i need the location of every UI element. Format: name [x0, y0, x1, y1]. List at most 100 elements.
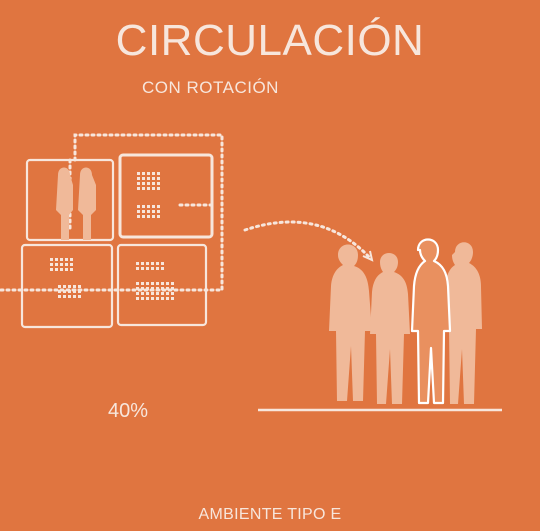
furniture-dot — [141, 287, 144, 290]
furniture-dot — [137, 210, 140, 213]
furniture-dot — [171, 282, 174, 285]
furniture-dot — [137, 182, 140, 185]
percentage-label: 40% — [108, 400, 149, 422]
furniture-dot — [161, 297, 164, 300]
furniture-dot — [142, 210, 145, 213]
furniture-dot — [58, 295, 61, 298]
people-group — [258, 238, 502, 412]
furniture-dot — [146, 282, 149, 285]
furniture-dot — [157, 172, 160, 175]
furniture-dot — [142, 187, 145, 190]
furniture-dot — [73, 295, 76, 298]
furniture-dot — [142, 172, 145, 175]
furniture-dot — [156, 287, 159, 290]
furniture-dot — [137, 215, 140, 218]
furniture-dot — [50, 258, 53, 261]
furniture-dot — [152, 215, 155, 218]
furniture-dot — [157, 205, 160, 208]
furniture-dot — [142, 215, 145, 218]
furniture-dot — [142, 177, 145, 180]
furniture-dot — [55, 268, 58, 271]
furniture-dot — [151, 262, 154, 265]
arrow-head — [362, 250, 374, 262]
furniture-dot — [161, 287, 164, 290]
furniture-dot — [171, 297, 174, 300]
furniture-dot — [65, 263, 68, 266]
furniture-dot — [161, 267, 164, 270]
furniture-dot — [58, 285, 61, 288]
furniture-dot — [78, 285, 81, 288]
furniture-dot — [146, 267, 149, 270]
furniture-dot — [73, 285, 76, 288]
furniture-dot — [161, 292, 164, 295]
furniture-dot — [156, 262, 159, 265]
furniture-dot — [171, 287, 174, 290]
furniture-dot — [136, 262, 139, 265]
furniture-dot — [146, 287, 149, 290]
furniture-dot — [147, 182, 150, 185]
furniture-dot — [151, 287, 154, 290]
furniture-dot — [60, 263, 63, 266]
room-bottom-left — [20, 243, 114, 329]
furniture-dot — [166, 287, 169, 290]
furniture-dot — [152, 172, 155, 175]
furniture-dot — [65, 258, 68, 261]
furniture-dot — [157, 187, 160, 190]
furniture-dot — [161, 262, 164, 265]
furniture-dot — [152, 177, 155, 180]
furniture-dot — [141, 282, 144, 285]
furniture-dot — [58, 290, 61, 293]
furniture-dot — [152, 182, 155, 185]
room-figures — [56, 167, 96, 240]
furniture-dot — [63, 285, 66, 288]
furniture-dot — [166, 282, 169, 285]
dot-grids — [50, 172, 174, 300]
furniture-dot — [156, 297, 159, 300]
furniture-dot — [136, 292, 139, 295]
furniture-dot — [147, 205, 150, 208]
furniture-dot — [152, 205, 155, 208]
furniture-dot — [142, 182, 145, 185]
furniture-dot — [141, 297, 144, 300]
furniture-dot — [136, 267, 139, 270]
room-bottom-right — [116, 243, 208, 327]
furniture-dot — [63, 295, 66, 298]
furniture-dot — [70, 263, 73, 266]
furniture-dot — [147, 215, 150, 218]
furniture-dot — [60, 258, 63, 261]
furniture-dot — [151, 292, 154, 295]
furniture-dot — [147, 177, 150, 180]
furniture-dot — [146, 292, 149, 295]
furniture-dot — [70, 268, 73, 271]
furniture-dot — [136, 287, 139, 290]
furniture-dot — [156, 267, 159, 270]
furniture-dot — [136, 297, 139, 300]
furniture-dot — [157, 177, 160, 180]
furniture-dot — [147, 172, 150, 175]
furniture-dot — [141, 292, 144, 295]
furniture-dot — [151, 282, 154, 285]
furniture-dot — [137, 187, 140, 190]
furniture-dot — [166, 297, 169, 300]
furniture-dot — [63, 290, 66, 293]
furniture-dot — [137, 205, 140, 208]
highlighted-person — [410, 238, 452, 405]
furniture-dot — [137, 177, 140, 180]
furniture-dot — [141, 267, 144, 270]
furniture-dot — [55, 263, 58, 266]
furniture-dot — [157, 215, 160, 218]
environment-type-label: AMBIENTE TIPO E — [198, 506, 342, 523]
furniture-dot — [146, 297, 149, 300]
page-subtitle: CON ROTACIÓN — [142, 78, 279, 97]
furniture-dot — [166, 292, 169, 295]
furniture-dot — [171, 292, 174, 295]
furniture-dot — [161, 282, 164, 285]
furniture-dot — [50, 263, 53, 266]
furniture-dot — [152, 210, 155, 213]
furniture-dot — [147, 210, 150, 213]
furniture-dot — [142, 205, 145, 208]
furniture-dot — [156, 292, 159, 295]
furniture-dot — [137, 172, 140, 175]
